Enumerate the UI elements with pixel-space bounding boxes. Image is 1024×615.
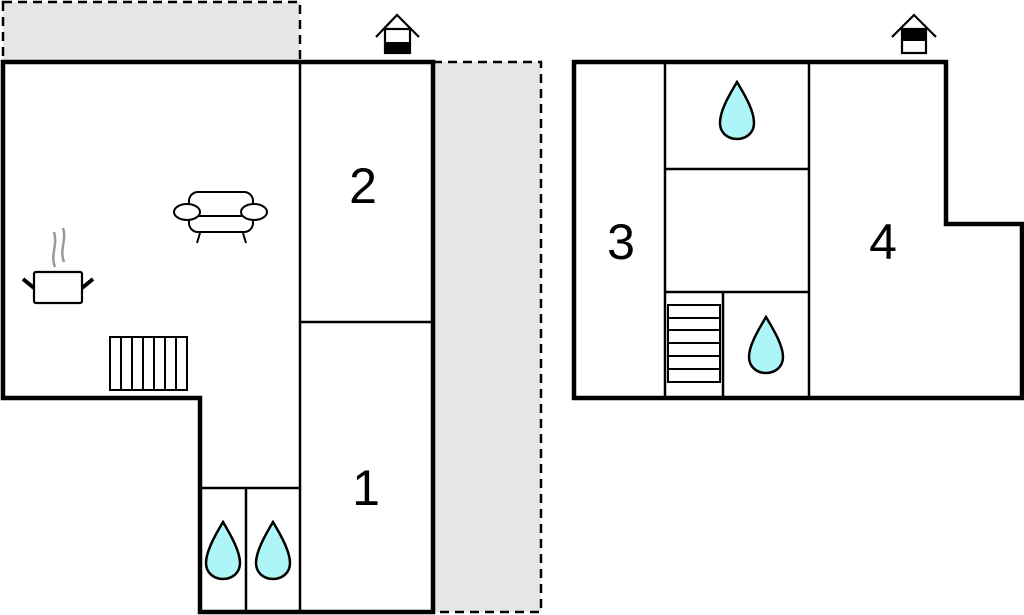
terrace-right — [431, 60, 543, 614]
cooking-pot-icon — [21, 227, 95, 305]
entrance-icon — [375, 13, 420, 55]
room-label-1: 1 — [352, 460, 380, 516]
sofa-icon — [173, 191, 268, 244]
water-drop-icon — [204, 519, 242, 581]
terrace-top — [1, 0, 302, 64]
entrance-icon — [891, 13, 937, 55]
ground-floor: 2 1 — [0, 13, 436, 615]
room-label-4: 4 — [869, 214, 897, 270]
upper-floor: 3 4 — [571, 13, 1024, 401]
water-drop-icon — [718, 79, 756, 141]
room-label-2: 2 — [349, 158, 377, 214]
upper-floor-outline — [571, 59, 1024, 401]
stairs-icon — [109, 336, 188, 391]
stairs-icon — [667, 304, 721, 383]
water-drop-icon — [747, 314, 785, 375]
room-label-3: 3 — [607, 214, 635, 270]
ground-floor-outline — [0, 59, 436, 615]
water-drop-icon — [254, 519, 292, 581]
